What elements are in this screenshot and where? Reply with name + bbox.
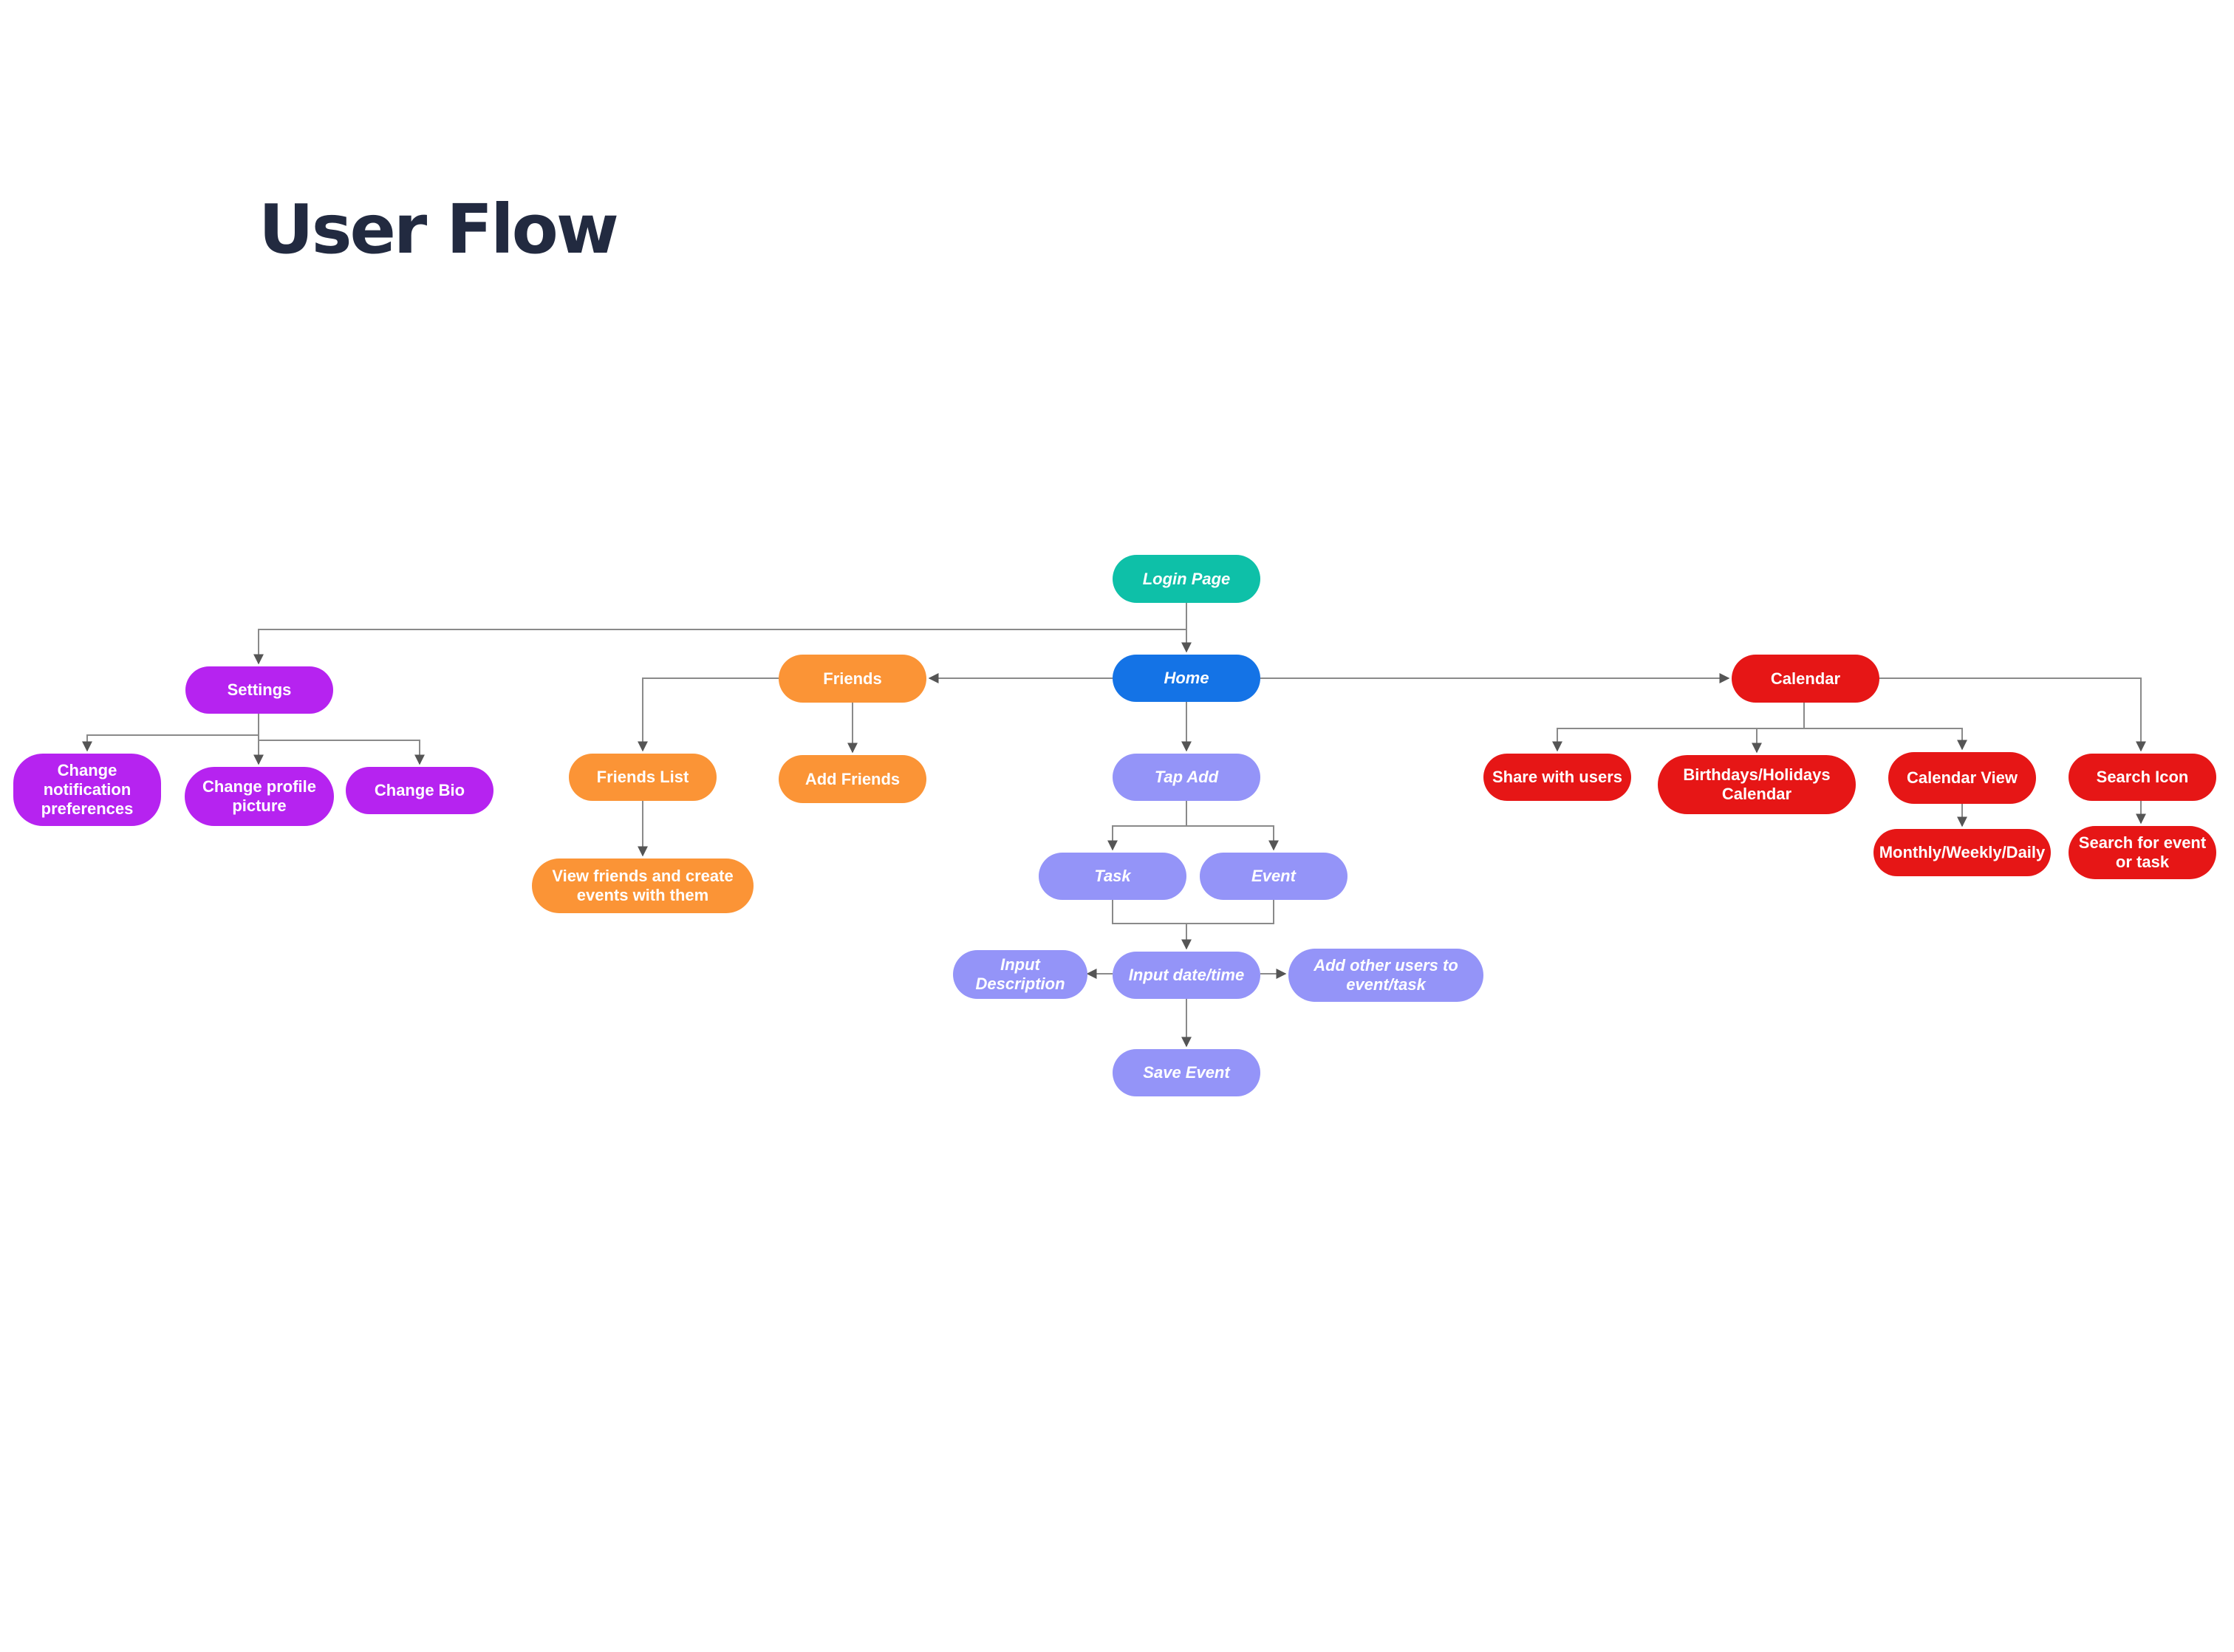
node-input-date-time: Input date/time — [1113, 952, 1260, 999]
node-input-description: Input Description — [953, 950, 1087, 999]
node-change-profile-picture: Change profile picture — [185, 767, 334, 826]
node-event: Event — [1200, 853, 1347, 900]
node-share-with-users: Share with users — [1483, 754, 1631, 801]
node-friends-list: Friends List — [569, 754, 717, 801]
page-title: User Flow — [259, 190, 619, 269]
edge-calendar-view — [1804, 728, 1967, 751]
edge-event-datetime — [1186, 900, 1274, 924]
node-search-for-event: Search for event or task — [2069, 826, 2216, 879]
node-birthdays-holidays: Birthdays/Holidays Calendar — [1658, 755, 1856, 814]
node-tap-add: Tap Add — [1113, 754, 1260, 801]
node-task: Task — [1039, 853, 1186, 900]
edge-task-datetime — [1112, 900, 1192, 950]
node-login-page: Login Page — [1113, 555, 1260, 603]
node-change-notification: Change notification preferences — [13, 754, 161, 826]
node-monthly-weekly-daily: Monthly/Weekly/Daily — [1873, 829, 2051, 876]
node-add-other-users: Add other users to event/task — [1288, 949, 1483, 1002]
node-settings: Settings — [185, 666, 333, 714]
node-save-event: Save Event — [1113, 1049, 1260, 1096]
edge-settings-notif — [82, 714, 259, 752]
node-calendar: Calendar — [1732, 655, 1879, 703]
node-search-icon: Search Icon — [2069, 754, 2216, 801]
edge-friends-list — [638, 677, 779, 752]
node-calendar-view: Calendar View — [1888, 752, 2036, 804]
node-friends: Friends — [779, 655, 926, 703]
edge-tapadd-event — [1186, 825, 1279, 851]
edge-calendar-birthdays — [1752, 728, 1804, 754]
node-home: Home — [1113, 655, 1260, 702]
node-view-friends: View friends and create events with them — [532, 859, 754, 913]
edge-login-settings — [253, 629, 1186, 665]
node-change-bio: Change Bio — [346, 767, 493, 814]
edge-calendar-search — [1879, 677, 2146, 752]
edge-tapadd-task — [1107, 801, 1187, 851]
edge-settings-bio — [259, 740, 425, 765]
edge-calendar-share — [1552, 703, 1805, 752]
node-add-friends: Add Friends — [779, 755, 926, 803]
